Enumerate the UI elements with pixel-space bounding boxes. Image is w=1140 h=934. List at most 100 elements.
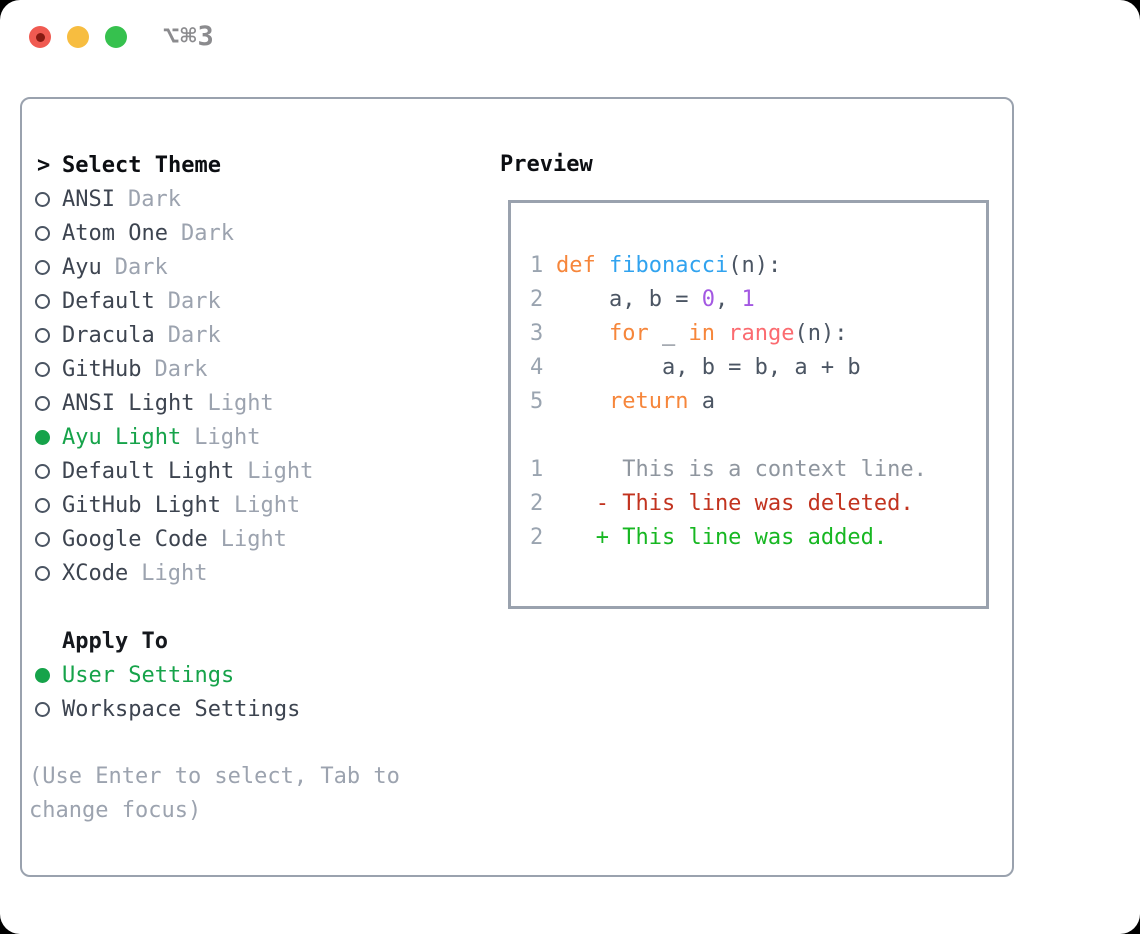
theme-variant-label: Light [207, 390, 274, 416]
radio-selected-icon [29, 667, 62, 683]
code-token: _ [648, 321, 689, 346]
hint-text-line: (Use Enter to select, Tab to [29, 764, 400, 789]
radio-icon [29, 259, 62, 275]
theme-option-atom-one[interactable]: Atom One Dark [29, 216, 400, 250]
code-line: 2 + This line was added. [530, 521, 986, 555]
theme-option-label: Atom One [62, 220, 168, 246]
theme-option-label: Ayu [62, 254, 102, 280]
code-token: a, b = [556, 287, 702, 312]
line-number: 2 [530, 287, 544, 312]
code-token: (n): [728, 253, 782, 278]
theme-option-label: Default [62, 288, 155, 314]
theme-option-label: Default Light [62, 458, 235, 484]
theme-option-label: GitHub Light [62, 492, 221, 518]
line-number: 1 [530, 253, 544, 278]
theme-option-label: XCode [62, 560, 129, 586]
code-token: 0 [701, 287, 715, 312]
apply-option-workspace-settings[interactable]: Workspace Settings [29, 692, 400, 726]
apply-option-user-settings[interactable]: User Settings [29, 658, 400, 692]
apply-to-header: Apply To [29, 624, 400, 658]
line-number: 1 [530, 457, 544, 482]
radio-circle [35, 395, 50, 411]
theme-variant-label: Light [141, 560, 208, 586]
theme-option-label: Dracula [62, 322, 155, 348]
radio-icon [29, 531, 62, 547]
select-theme-header: > Select Theme [29, 148, 400, 182]
focus-caret-icon: > [29, 153, 62, 178]
window-controls [29, 26, 127, 48]
code-line: 5 return a [530, 385, 986, 419]
code-token: return [608, 389, 689, 414]
code-token: a, b = b, a + b [556, 355, 861, 380]
theme-option-label: Ayu Light [62, 424, 182, 450]
minimize-button[interactable] [67, 26, 89, 48]
code-token: for [608, 321, 649, 346]
code-line: 3 for _ in range(n): [530, 317, 986, 351]
theme-variant-label: Dark [127, 186, 181, 212]
theme-option-default-light[interactable]: Default Light Light [29, 454, 400, 488]
theme-option-ayu-light[interactable]: Ayu Light Light [29, 420, 400, 454]
line-number: 4 [530, 355, 544, 380]
radio-circle [35, 701, 50, 717]
radio-circle [35, 463, 50, 479]
theme-option-xcode[interactable]: XCode Light [29, 556, 400, 590]
theme-option-label: ANSI Light [62, 390, 195, 416]
code-line [530, 419, 986, 453]
line-number: 2 [530, 525, 544, 550]
radio-circle [35, 531, 50, 547]
code-token: - This line was deleted. [556, 491, 914, 516]
theme-variant-label: Light [233, 492, 301, 518]
radio-icon [29, 701, 62, 717]
code-token [715, 321, 728, 346]
radio-circle [35, 497, 50, 513]
line-number: 3 [530, 321, 544, 346]
theme-option-ansi-light[interactable]: ANSI Light Light [29, 386, 400, 420]
theme-option-github[interactable]: GitHub Dark [29, 352, 400, 386]
spacer [29, 590, 400, 624]
code-token [556, 389, 609, 414]
theme-option-google-code[interactable]: Google Code Light [29, 522, 400, 556]
theme-option-ansi[interactable]: ANSI Dark [29, 182, 400, 216]
theme-variant-label: Light [194, 424, 261, 450]
code-token [556, 321, 609, 346]
radio-icon [29, 191, 62, 207]
zoom-button[interactable] [105, 26, 127, 48]
preview-heading: Preview [500, 152, 593, 177]
hint-text-line: change focus) [29, 798, 202, 823]
code-token: in [688, 321, 715, 346]
radio-circle [35, 361, 50, 377]
code-token: fibonacci [609, 253, 729, 278]
radio-circle [35, 225, 50, 241]
apply-option-label: User Settings [62, 662, 235, 688]
theme-variant-label: Dark [154, 356, 208, 382]
theme-option-label: ANSI [62, 186, 115, 212]
radio-circle [35, 565, 50, 581]
caret-glyph: > [37, 152, 51, 178]
radio-icon [29, 463, 62, 479]
close-button[interactable] [29, 26, 51, 48]
window-title: ⌥⌘3 [163, 21, 215, 52]
radio-icon [29, 565, 62, 581]
select-theme-label: Select Theme [62, 152, 221, 178]
radio-circle [35, 293, 50, 309]
theme-option-label: GitHub [62, 356, 142, 382]
code-token: + This line was added. [556, 525, 888, 550]
radio-icon [29, 327, 62, 343]
radio-circle [35, 327, 50, 343]
theme-variant-label: Light [247, 458, 314, 484]
theme-variant-label: Light [220, 526, 287, 552]
radio-icon [29, 361, 62, 377]
theme-variant-label: Dark [180, 220, 234, 246]
theme-option-label: Google Code [62, 526, 208, 552]
theme-variant-label: Dark [167, 322, 221, 348]
theme-option-dracula[interactable]: Dracula Dark [29, 318, 400, 352]
theme-option-github-light[interactable]: GitHub Light Light [29, 488, 400, 522]
